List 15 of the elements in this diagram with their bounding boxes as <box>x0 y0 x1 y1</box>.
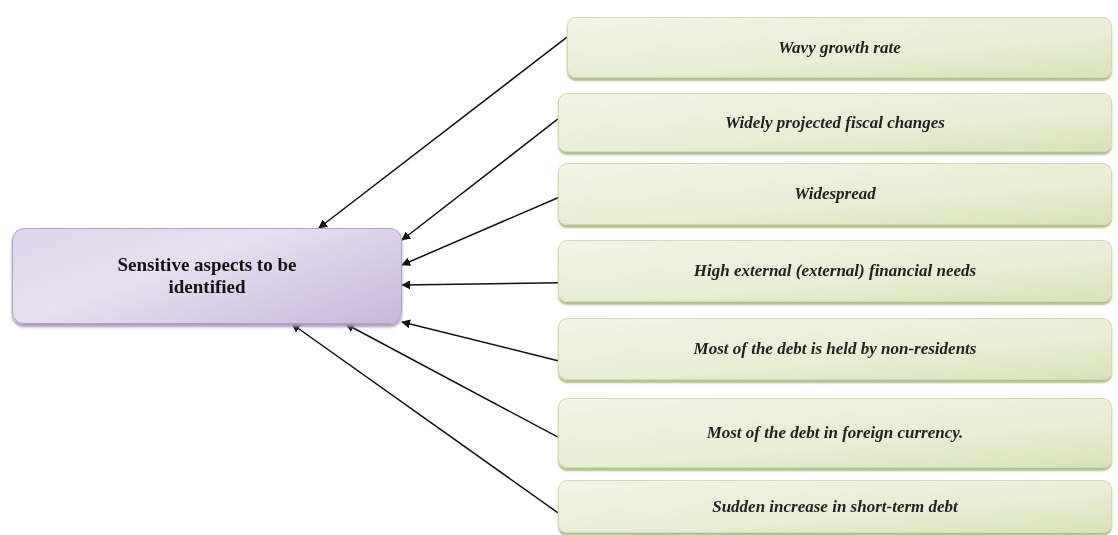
factor-box: High external (external) financial needs <box>558 240 1112 302</box>
arrow <box>401 118 559 241</box>
factor-box: Wavy growth rate <box>567 17 1112 78</box>
topic-box: Sensitive aspects to be identified <box>12 228 402 324</box>
arrow <box>345 323 559 438</box>
arrow <box>291 323 559 514</box>
arrow <box>401 319 559 362</box>
factor-box: Widely projected fiscal changes <box>558 93 1112 152</box>
factor-box: Sudden increase in short-term debt <box>558 480 1112 533</box>
factor-box: Most of the debt in foreign currency. <box>558 398 1112 468</box>
arrow <box>401 196 559 266</box>
factor-box: Most of the debt is held by non-residents <box>558 318 1112 380</box>
factor-box: Widespread <box>558 163 1112 225</box>
arrow <box>401 280 559 290</box>
arrow <box>318 36 568 229</box>
